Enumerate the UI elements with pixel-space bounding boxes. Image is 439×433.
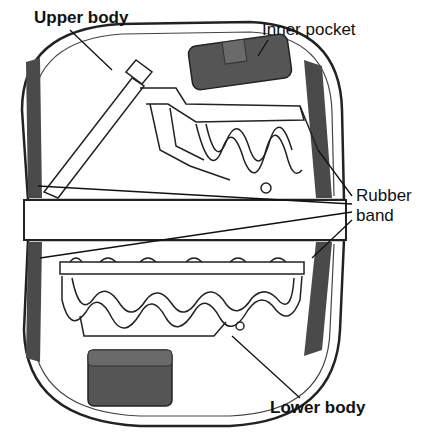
part-label: Rubber band: [356, 186, 426, 226]
inner-pocket: [187, 33, 292, 90]
lower-pocket: [88, 350, 172, 406]
leader-lines: [38, 30, 352, 398]
part-label: Lower body: [270, 398, 410, 418]
lower-shell-rim: [32, 244, 334, 416]
rubber-band: [26, 58, 42, 198]
upper-shell: [22, 22, 344, 200]
rubber-band: [26, 242, 42, 362]
lower-body-instrument: [60, 258, 304, 336]
upper-body-instrument: [44, 60, 318, 198]
part-label: Upper body: [34, 8, 154, 28]
part-label: Inner pocket: [262, 20, 392, 40]
rubber-band: [304, 242, 332, 356]
lower-pocket-flap: [88, 350, 172, 366]
rubber-band: [304, 60, 332, 198]
